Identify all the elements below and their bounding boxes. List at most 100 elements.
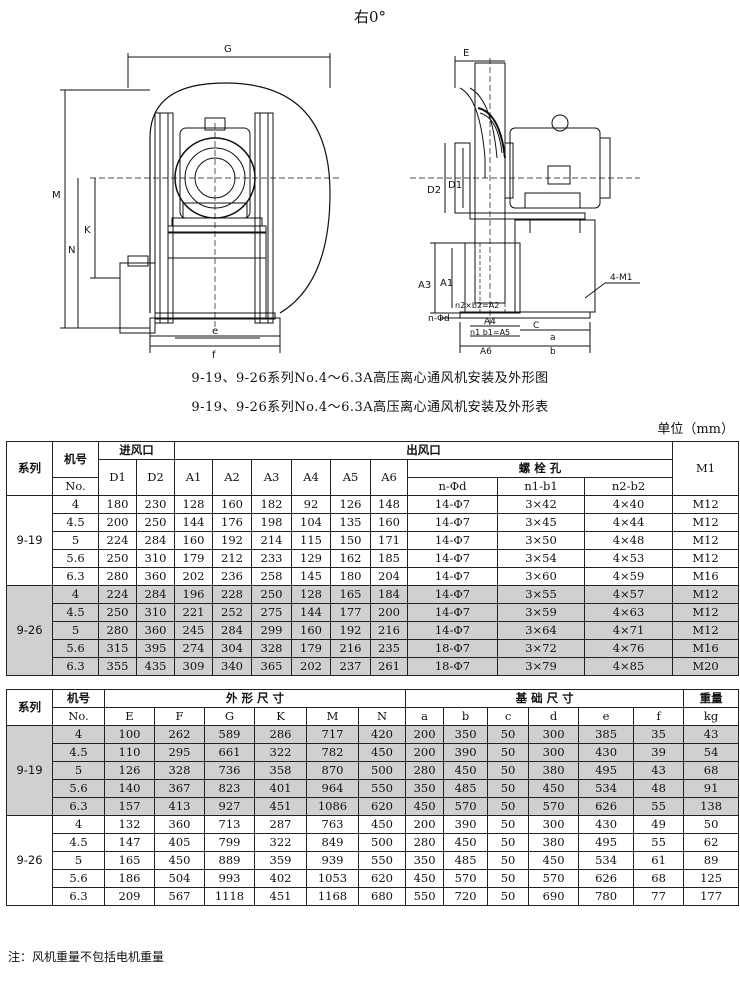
label-K: K xyxy=(84,225,91,236)
table-cell: 4×76 xyxy=(583,639,674,658)
table-cell: 50 xyxy=(487,815,530,834)
table-cell: 450 xyxy=(154,851,205,870)
table-cell: 224 xyxy=(98,585,137,604)
t1-head-n1b1: n1-b1 xyxy=(497,477,585,496)
outline-base-table-body: 系列 机号 外 形 尺 寸 基 础 尺 寸 重量 No. E F G K M N… xyxy=(6,689,740,906)
table-cell: 4 xyxy=(52,495,99,514)
table-cell: 4×44 xyxy=(583,513,674,532)
table-cell: M12 xyxy=(672,621,740,640)
table-cell: 233 xyxy=(251,549,292,568)
table-cell: 5.6 xyxy=(52,549,99,568)
table-cell: 620 xyxy=(357,797,407,816)
table-cell: 115 xyxy=(291,531,331,550)
table-cell: 300 xyxy=(528,815,580,834)
table-cell: 1053 xyxy=(306,869,359,888)
table-cell: 280 xyxy=(405,761,445,780)
table-cell: 310 xyxy=(136,549,175,568)
table-cell: 186 xyxy=(104,869,155,888)
series-cell: 9-19 xyxy=(6,495,53,586)
table-cell: 4×85 xyxy=(583,657,674,676)
table-cell: 171 xyxy=(370,531,408,550)
table-cell: 4×63 xyxy=(583,603,674,622)
table-cell: 328 xyxy=(154,761,205,780)
table-cell: 144 xyxy=(174,513,213,532)
t1-head-A1: A1 xyxy=(174,459,213,496)
t1-head-model: 机号 xyxy=(52,441,99,478)
label-nd: n-Φd xyxy=(428,314,450,324)
table-cell: 6.3 xyxy=(52,657,99,676)
label-a: a xyxy=(550,333,556,343)
t2-head-d: d xyxy=(528,707,580,726)
table-cell: 315 xyxy=(98,639,137,658)
table-cell: 390 xyxy=(443,815,489,834)
table-cell: 870 xyxy=(306,761,359,780)
outline-base-table: 系列 机号 外 形 尺 寸 基 础 尺 寸 重量 No. E F G K M N… xyxy=(6,689,740,906)
table-cell: 3×50 xyxy=(497,531,585,550)
table-cell: 3×72 xyxy=(497,639,585,658)
t1-head-D1: D1 xyxy=(98,459,137,496)
table-cell: 322 xyxy=(254,743,307,762)
table-cell: 180 xyxy=(98,495,137,514)
table-cell: 500 xyxy=(357,761,407,780)
table-cell: M12 xyxy=(672,513,740,532)
table-cell: 6.3 xyxy=(52,797,105,816)
table-cell: 550 xyxy=(357,779,407,798)
t2-head-e: e xyxy=(578,707,635,726)
table-cell: 322 xyxy=(254,833,307,852)
table-cell: 157 xyxy=(104,797,155,816)
table-cell: 236 xyxy=(212,567,252,586)
table-cell: 50 xyxy=(487,869,530,888)
table-cell: 5 xyxy=(52,531,99,550)
table-cell: 570 xyxy=(443,869,489,888)
table-cell: 350 xyxy=(405,779,445,798)
table-cell: 5 xyxy=(52,851,105,870)
outlet-inlet-table-body: 系列 机号 进风口 出风口 M1 D1 D2 A1 A2 A3 A4 A5 A6… xyxy=(6,441,740,676)
t1-head-A5: A5 xyxy=(330,459,371,496)
table-cell: 309 xyxy=(174,657,213,676)
table-cell: 50 xyxy=(487,797,530,816)
table-cell: 4 xyxy=(52,815,105,834)
table-cell: 340 xyxy=(212,657,252,676)
table-cell: 310 xyxy=(136,603,175,622)
table-cell: 182 xyxy=(251,495,292,514)
label-A1: A1 xyxy=(440,278,453,289)
table-cell: 401 xyxy=(254,779,307,798)
table-cell: 534 xyxy=(578,779,635,798)
table-cell: 405 xyxy=(154,833,205,852)
table-cell: 690 xyxy=(528,887,580,906)
table-cell: 160 xyxy=(212,495,252,514)
table-cell: 48 xyxy=(633,779,685,798)
label-N: N xyxy=(68,245,75,256)
t2-head-outline: 外 形 尺 寸 xyxy=(103,689,407,708)
table-cell: 495 xyxy=(578,761,635,780)
table-cell: 5 xyxy=(52,621,99,640)
table-cell: 680 xyxy=(357,887,407,906)
table-cell: 504 xyxy=(154,869,205,888)
table-cell: 780 xyxy=(578,887,635,906)
table-cell: 5 xyxy=(52,761,105,780)
table-cell: 626 xyxy=(578,869,635,888)
table-cell: 284 xyxy=(136,585,175,604)
table-cell: 62 xyxy=(683,833,740,852)
table-cell: M16 xyxy=(672,567,740,586)
table-cell: 18-Φ7 xyxy=(407,639,498,658)
table-cell: 126 xyxy=(104,761,155,780)
table-cell: 110 xyxy=(104,743,155,762)
table-cell: 177 xyxy=(683,887,740,906)
table-cell: 160 xyxy=(370,513,408,532)
table-cell: 450 xyxy=(357,815,407,834)
table-cell: 485 xyxy=(443,779,489,798)
table-cell: 162 xyxy=(330,549,371,568)
t1-head-A2: A2 xyxy=(212,459,252,496)
table-cell: 4×40 xyxy=(583,495,674,514)
table-cell: 5.6 xyxy=(52,639,99,658)
table-cell: M12 xyxy=(672,603,740,622)
label-A3: A3 xyxy=(418,280,431,291)
table-cell: 14-Φ7 xyxy=(407,531,498,550)
table-cell: 385 xyxy=(578,725,635,744)
table-cell: 89 xyxy=(683,851,740,870)
table-cell: 224 xyxy=(98,531,137,550)
